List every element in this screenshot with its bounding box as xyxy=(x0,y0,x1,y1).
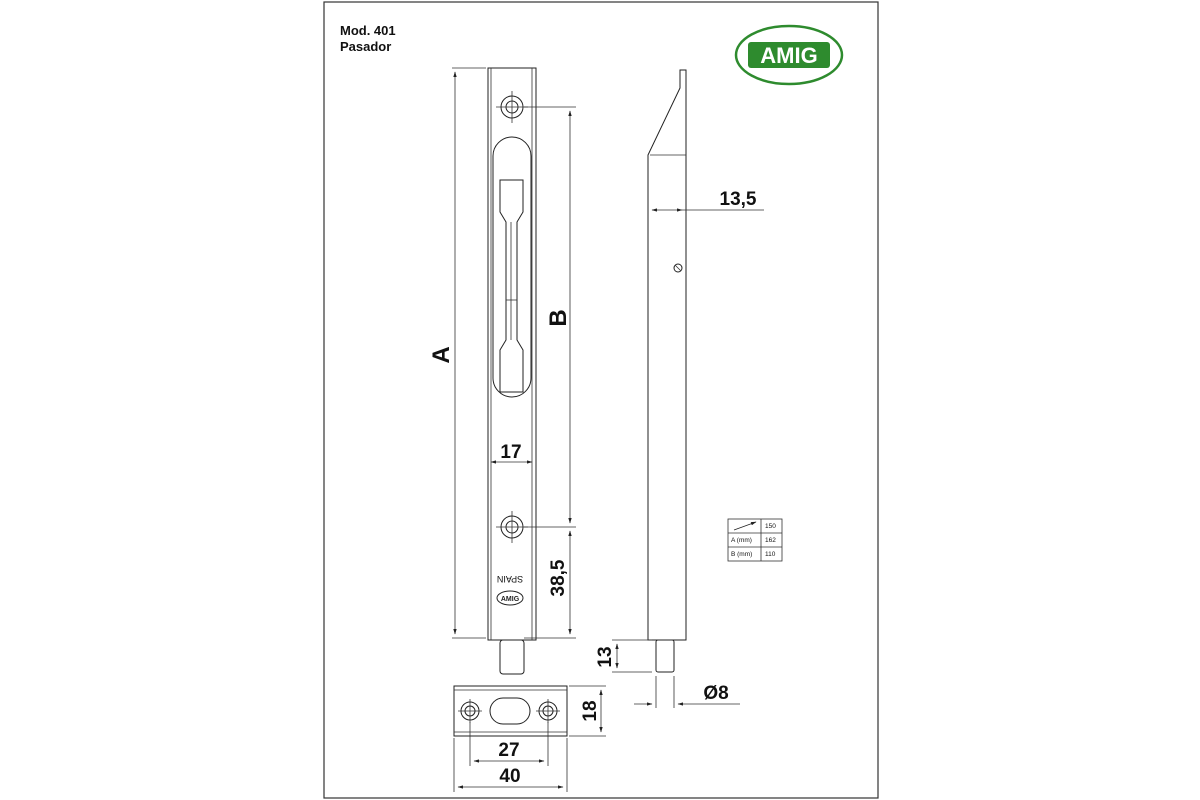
product-name: Pasador xyxy=(340,39,391,54)
size-row-a-value: 162 xyxy=(765,537,776,544)
bolt-side-view xyxy=(647,69,687,673)
logo-text: AMIG xyxy=(760,43,817,68)
model-number: Mod. 401 xyxy=(340,23,396,38)
dimension-13-5: 13,5 xyxy=(651,189,764,212)
label-27: 27 xyxy=(498,740,519,761)
label-13: 13 xyxy=(595,646,616,667)
dimension-a: A xyxy=(428,67,486,639)
sheet-border xyxy=(323,1,879,799)
maker-stamp: SPAIN AMIG xyxy=(496,574,524,606)
bolt-front-view xyxy=(487,67,537,675)
label-38-5: 38,5 xyxy=(548,559,569,596)
size-header-value: 150 xyxy=(765,523,776,530)
dimension-38-5: 38,5 xyxy=(524,530,576,639)
keeper-plate xyxy=(453,685,568,737)
size-row-b-label: B (mm) xyxy=(731,551,752,558)
label-a: A xyxy=(428,346,455,363)
size-row-b-value: 110 xyxy=(765,551,776,558)
label-diameter-8: Ø8 xyxy=(703,683,728,704)
label-18: 18 xyxy=(580,700,601,721)
dimension-13: 13 xyxy=(595,639,652,673)
label-40: 40 xyxy=(499,766,520,787)
dimension-b: B xyxy=(524,106,576,528)
dimension-18: 18 xyxy=(569,685,606,737)
label-b: B xyxy=(545,309,572,326)
brand-logo: AMIG xyxy=(734,24,844,86)
label-17: 17 xyxy=(500,442,521,463)
dimension-40: 40 xyxy=(453,738,568,792)
size-table: 150 A (mm) 162 B (mm) 110 xyxy=(727,518,783,562)
dimension-diameter-8: Ø8 xyxy=(634,676,740,708)
dimension-17: 17 xyxy=(490,442,533,464)
size-row-a-label: A (mm) xyxy=(731,537,752,544)
dimension-27: 27 xyxy=(469,722,549,766)
size-length-icon xyxy=(733,521,757,531)
stamp-spain: SPAIN xyxy=(497,574,523,584)
label-13-5: 13,5 xyxy=(720,189,757,210)
stamp-brand: AMIG xyxy=(501,596,520,603)
